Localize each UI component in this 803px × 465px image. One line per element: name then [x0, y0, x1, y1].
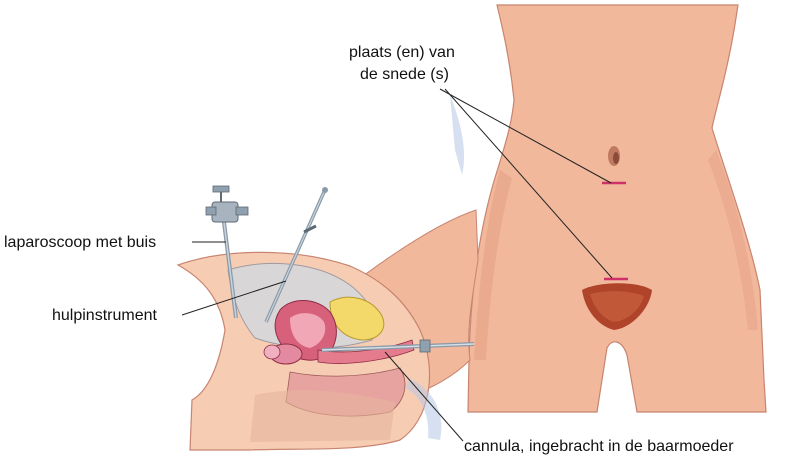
watercolor-accent: [450, 95, 464, 175]
abdomen-front-view: [450, 5, 766, 412]
torso-silhouette: [468, 5, 766, 412]
label-laparoscope: laparoscoop met buis: [4, 233, 156, 252]
label-cannula: cannula, ingebracht in de baarmoeder: [464, 437, 734, 456]
label-incision-line-1: plaats (en) van: [349, 43, 455, 62]
label-auxiliary-instrument: hulpinstrument: [52, 306, 157, 325]
side-cross-section: [178, 210, 478, 450]
label-incision-line-2: de snede (s): [360, 65, 449, 84]
